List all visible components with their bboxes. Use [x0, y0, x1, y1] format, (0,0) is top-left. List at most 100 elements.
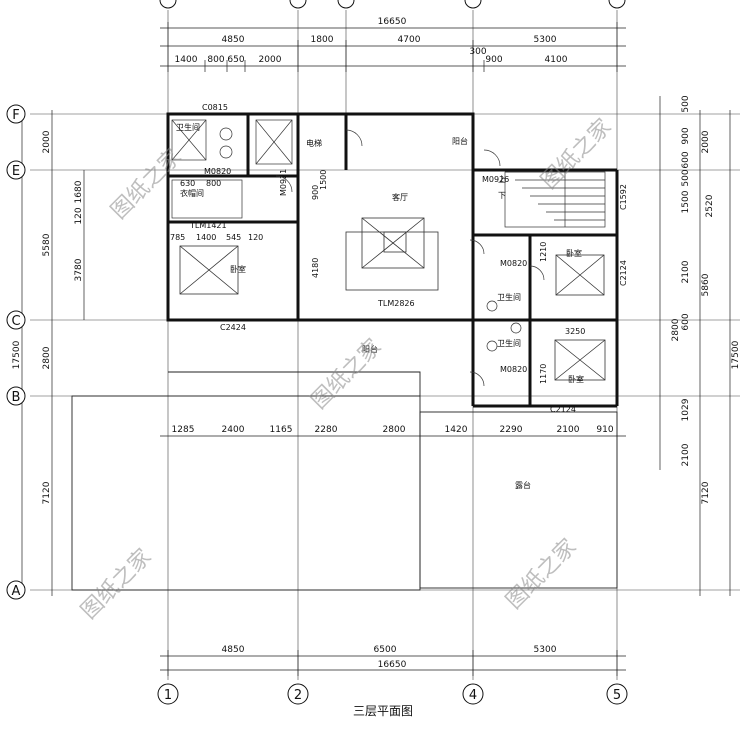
dim-left-total: 17500 [12, 340, 22, 369]
dim-top-1400: 1400 [175, 55, 198, 65]
axis-label-2: 2 [294, 688, 302, 703]
watermark-4: 图纸之家 [77, 544, 157, 624]
code-630: 630 [180, 179, 195, 188]
fixtures [171, 119, 522, 352]
dim-bottom-total: 16650 [378, 660, 407, 670]
dim-top-4100: 4100 [545, 55, 568, 65]
watermark-5: 图纸之家 [502, 534, 582, 614]
dim-right-2800: 2800 [671, 318, 681, 341]
sofa-set [345, 217, 439, 291]
dim-top-4700: 4700 [398, 35, 421, 45]
dim-right-7120: 7120 [701, 481, 711, 504]
code-900: 900 [311, 185, 320, 200]
terrace-outline [71, 371, 618, 591]
dim-mid-8: 2100 [557, 425, 580, 435]
code-c1592: C1592 [619, 184, 628, 210]
dim-right-2000: 2000 [701, 130, 711, 153]
dim-top-800: 800 [207, 55, 224, 65]
code-m0820a: M0820 [204, 167, 231, 176]
dim-left-1680: 1680 [74, 180, 84, 203]
code-m0820b: M0820 [500, 259, 527, 268]
dim-right-2100: 2100 [681, 260, 691, 283]
watermark-1: 图纸之家 [107, 144, 187, 224]
stair [504, 171, 606, 228]
axis-label-1: 1 [164, 688, 172, 703]
dim-top-1800: 1800 [311, 35, 334, 45]
dim-top-300: 300 [469, 47, 486, 57]
room-label-bedroom-r1: 卧室 [566, 248, 582, 258]
code-m0820c: M0820 [500, 365, 527, 374]
code-c2124b: C2124 [550, 405, 576, 414]
dim-bottom-4850: 4850 [222, 645, 245, 655]
room-label-bath-f: 卫生间 [176, 122, 200, 132]
dim-bottom-6500: 6500 [374, 645, 397, 655]
code-1500: 1500 [319, 170, 328, 190]
code-800: 800 [206, 179, 221, 188]
code-tlm2826: TLM2826 [377, 299, 415, 308]
room-label-terrace: 露台 [515, 480, 531, 490]
dim-right-900: 900 [681, 127, 691, 144]
dim-right-600b: 600 [681, 313, 691, 330]
axis-label-B: B [12, 390, 21, 405]
dim-mid-1: 1285 [172, 425, 195, 435]
room-label-balcony-mid: 阳台 [362, 344, 378, 354]
dim-top-650: 650 [227, 55, 244, 65]
dim-right-1029: 1029 [681, 398, 691, 421]
room-label-bath-r2: 卫生间 [497, 338, 521, 348]
dim-left-3780: 3780 [74, 258, 84, 281]
axis-bubbles-top [159, 0, 626, 9]
code-m0921: M0921 [279, 169, 288, 196]
top-dimension-lines [160, 22, 626, 72]
dim-right-total: 17500 [731, 340, 741, 369]
bottom-dimension-lines [160, 650, 626, 676]
code-1400: 1400 [196, 233, 216, 242]
axis-label-E: E [12, 164, 20, 179]
room-label-bedroom-left: 卧室 [230, 264, 246, 274]
room-label-stair-up: 上 [498, 175, 506, 184]
dim-right-2100b: 2100 [681, 443, 691, 466]
dim-right-2520: 2520 [705, 194, 715, 217]
dim-top-4850: 4850 [222, 35, 245, 45]
dim-mid-7: 2290 [500, 425, 523, 435]
code-tlm1421: TLM1421 [189, 221, 227, 230]
doors [275, 129, 545, 387]
dim-right-1500: 1500 [681, 190, 691, 213]
room-label-bath-r1: 卫生间 [497, 292, 521, 302]
dim-top-5300: 5300 [534, 35, 557, 45]
dim-right-5860: 5860 [701, 273, 711, 296]
axis-bubbles-bottom: 1 2 4 5 [157, 683, 628, 705]
dim-mid-9: 910 [596, 425, 613, 435]
room-label-living: 客厅 [392, 192, 408, 202]
code-1170: 1170 [539, 364, 548, 384]
dim-right-500: 500 [681, 95, 691, 112]
axis-label-5: 5 [613, 688, 621, 703]
side-dimension-lines [21, 96, 731, 596]
code-c2124a: C2124 [619, 260, 628, 286]
dim-left-5580: 5580 [42, 233, 52, 256]
dim-mid-4: 2280 [315, 425, 338, 435]
dim-left-2800: 2800 [42, 346, 52, 369]
code-1210: 1210 [539, 242, 548, 262]
watermark-2: 图纸之家 [537, 114, 617, 194]
dim-right-600: 600 [681, 151, 691, 168]
code-545: 545 [226, 233, 241, 242]
dim-top-900: 900 [485, 55, 502, 65]
dim-right-500b: 500 [681, 169, 691, 186]
dim-mid-3: 1165 [270, 425, 293, 435]
dim-left-7120: 7120 [42, 481, 52, 504]
dim-left-2000: 2000 [42, 130, 52, 153]
watermark-3: 图纸之家 [307, 334, 387, 414]
code-120: 120 [248, 233, 263, 242]
code-c2424: C2424 [220, 323, 246, 332]
dim-top-2000: 2000 [259, 55, 282, 65]
axis-label-4: 4 [469, 688, 477, 703]
code-4180: 4180 [311, 258, 320, 278]
room-label-closet: 衣帽间 [180, 188, 204, 198]
dim-left-120: 120 [74, 207, 84, 224]
code-m0926: M0926 [482, 175, 509, 184]
room-label-bedroom-r2: 卧室 [568, 374, 584, 384]
walls [166, 112, 619, 408]
axis-label-A: A [12, 584, 21, 599]
axis-label-F: F [12, 108, 19, 123]
